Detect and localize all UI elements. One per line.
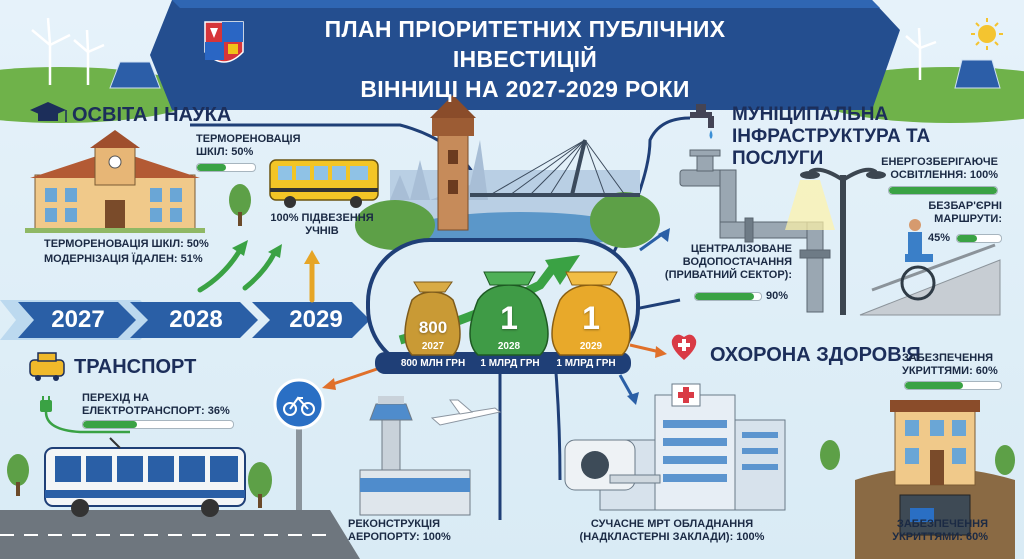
education-section-title: Освіта і наука (72, 104, 232, 126)
lighting-progress-fill (889, 187, 997, 194)
bag-value-2028: 1 (500, 300, 518, 336)
barrier-free-value: 45% (928, 232, 951, 244)
water-supply-value: 90% (766, 290, 789, 302)
lighting-line-2: освітлення: 100% (890, 169, 998, 181)
timeline-year-2028: 2028 (169, 306, 223, 333)
mri-scanner-icon (564, 439, 661, 491)
shelters-top-progress (904, 381, 1002, 390)
transport-section-title: Транспорт (74, 356, 197, 378)
timeline-year-2029: 2029 (289, 306, 343, 333)
water-supply-progress (694, 292, 762, 301)
electric-bus-icon (44, 437, 246, 517)
airport-tower-icon (359, 396, 471, 516)
wheelchair-ramp-icon (859, 219, 1001, 316)
education-modernization-label: Модернізація їдален: 51% (44, 253, 203, 265)
electric-plug-icon (40, 396, 130, 434)
water-supply-progress-fill (695, 293, 755, 300)
health-section-title: Охорона здоров'я (710, 344, 921, 366)
water-supply-label: Централізоване водопостачання (приватний… (664, 243, 792, 282)
barrier-free-line-2: маршрути: (934, 213, 1002, 225)
airplane-icon (430, 399, 502, 426)
electric-transport-progress-fill (83, 421, 137, 428)
barrier-free-progress (956, 234, 1002, 243)
airport-reconstruction-label: Реконструкція аеропорту: 100% (348, 518, 468, 544)
bag-amount-2029: 1 млрд грн (556, 358, 616, 369)
street-lamp-icon (785, 167, 886, 315)
city-coat-of-arms (204, 21, 244, 63)
tree-icon (7, 184, 1015, 508)
bicycle-road-sign-icon (273, 378, 325, 510)
title-line-2: Вінниці на 2027-2029 роки (360, 76, 690, 102)
bag-value-2029: 1 (582, 300, 600, 336)
mri-equipment-label: Сучасне МРТ обладнання (надкластерні зак… (566, 518, 778, 544)
school-building-icon (25, 130, 205, 233)
road (0, 510, 360, 559)
bag-amount-2027: 800 млн грн (400, 358, 466, 369)
bag-amount-2028: 1 млрд грн (480, 358, 540, 369)
electric-line-1: Перехід на (82, 392, 150, 404)
bag-year-2028: 2028 (497, 341, 521, 352)
bag-year-2029: 2029 (579, 341, 603, 352)
electric-line-2: електротранспорт: 36% (82, 405, 230, 417)
mri-line-2: (надкластерні заклади): 100% (579, 531, 765, 543)
bag-value-2027: 800 (418, 318, 448, 337)
water-pipe-icon (679, 149, 831, 313)
house-with-shelter-icon (855, 400, 1015, 559)
faucet-icon (690, 104, 714, 139)
lighting-label: Енергозберігаюче освітлення: 100% (870, 156, 998, 182)
electric-transport-progress (82, 420, 234, 429)
timeline-arrows (0, 300, 370, 340)
sun-icon (971, 18, 1003, 50)
shelters-bottom-line-2: укриттями: 60% (892, 531, 988, 543)
graduation-cap-icon (30, 102, 67, 122)
shelters-bottom-line-1: Забезпечення (896, 518, 988, 530)
school-transport-label: 100% підвезення учнів (270, 212, 374, 237)
infrastructure-title-line-1: Муніципальна (732, 104, 889, 125)
infrastructure-title-line-2: інфраструктура та послуги (732, 126, 931, 169)
water-line-3: (приватний сектор): (664, 269, 792, 281)
page-title: План пріоритетних публічних інвестицій В… (265, 14, 785, 104)
education-thermo-progress (196, 163, 256, 172)
shelters-top-line-2: укриттями: 60% (902, 365, 998, 377)
barrier-free-progress-fill (957, 235, 977, 242)
shelters-top-line-1: Забезпечення (902, 352, 994, 364)
taxi-icon (29, 352, 65, 381)
shelters-top-progress-fill (905, 382, 963, 389)
airport-line-1: Реконструкція (348, 518, 441, 530)
airport-line-2: аеропорту: 100% (348, 531, 451, 543)
water-line-1: Централізоване (690, 243, 792, 255)
shelters-top-label: Забезпечення укриттями: 60% (902, 352, 1012, 378)
barrier-free-line-1: Безбар'єрні (928, 200, 1002, 212)
hospital-building-icon (599, 383, 786, 511)
school-bus-icon (269, 159, 379, 208)
mri-line-1: Сучасне МРТ обладнання (590, 518, 754, 530)
education-thermo-progress-fill (197, 164, 226, 171)
title-line-1: План пріоритетних публічних інвестицій (324, 16, 726, 72)
heart-medical-icon (671, 334, 697, 360)
timeline-year-2027: 2027 (51, 306, 105, 333)
shelters-bottom-label: Забезпечення укриттями: 60% (880, 518, 988, 544)
water-line-2: водопостачання (682, 256, 792, 268)
education-thermo-line-1: Термореновація (196, 133, 301, 145)
growth-arrow-icon (197, 240, 320, 303)
education-thermo-summary: Термореновація шкіл: 50% (44, 238, 209, 250)
education-thermo-line-2: шкіл: 50% (196, 146, 254, 158)
water-tower-bridge-scene (355, 95, 660, 250)
barrier-free-label: Безбар'єрні маршрути: (900, 200, 1002, 226)
money-bag-icon (404, 271, 631, 356)
bag-year-2027: 2027 (421, 341, 445, 352)
lighting-progress (888, 186, 998, 195)
education-thermo-label: Термореновація шкіл: 50% (196, 133, 306, 159)
lighting-line-1: Енергозберігаюче (881, 156, 998, 168)
infrastructure-section-title: Муніципальна інфраструктура та послуги (732, 104, 1024, 170)
electric-transport-label: Перехід на електротранспорт: 36% (82, 392, 252, 418)
